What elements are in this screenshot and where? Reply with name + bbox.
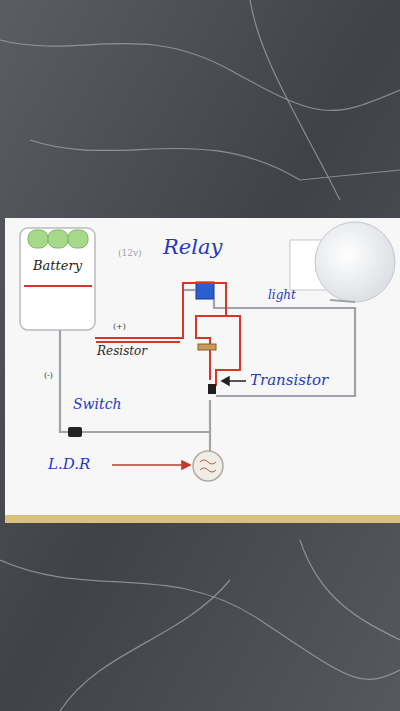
relay-symbol — [196, 282, 214, 299]
silver-wires — [60, 290, 355, 451]
ldr-label: L.D.R — [48, 456, 90, 473]
battery-symbol — [20, 228, 95, 330]
ldr-symbol — [193, 451, 223, 481]
resistor-label: Resistor — [97, 345, 147, 358]
polarity-label: (+) — [113, 323, 126, 332]
transistor-symbol — [208, 384, 216, 394]
polarity-label: (-) — [44, 372, 53, 381]
relay-label: Relay — [163, 236, 222, 259]
transistor-label: Transistor — [250, 372, 328, 389]
white-board — [5, 218, 400, 520]
tape-strip — [5, 515, 400, 523]
battery-box: Battery — [20, 228, 95, 330]
switch-symbol — [68, 427, 82, 437]
light-label: light — [268, 289, 296, 302]
voltage-label: (12v) — [118, 249, 142, 259]
red-wires — [95, 283, 240, 386]
resistor-symbol — [198, 344, 216, 350]
battery-label: Battery — [33, 258, 82, 273]
switch-label: Switch — [73, 397, 122, 412]
light-bulb — [315, 222, 395, 302]
leader-arrows — [112, 377, 246, 469]
